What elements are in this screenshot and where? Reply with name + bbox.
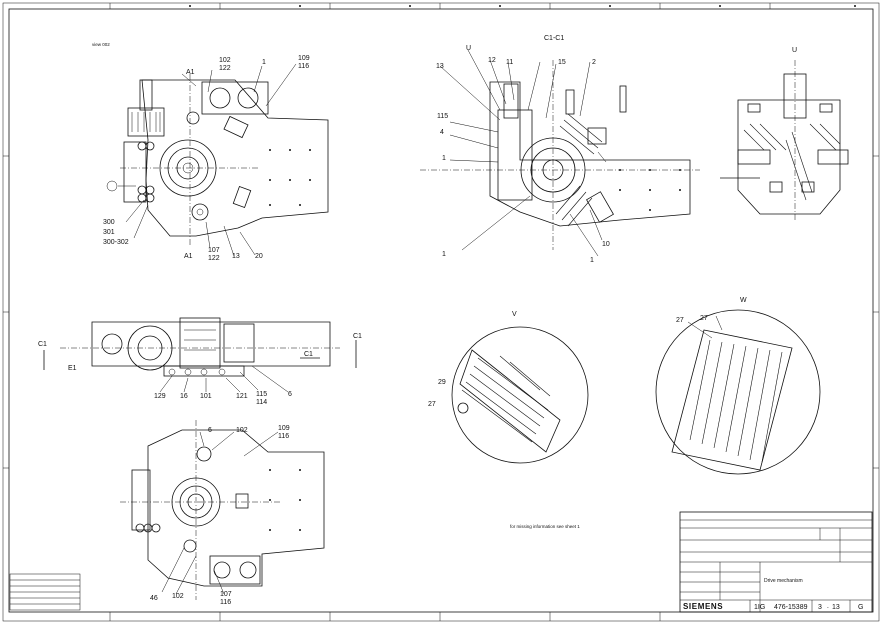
callout: 102 — [219, 57, 231, 64]
border-ticks — [3, 3, 879, 621]
callout: V — [512, 311, 517, 318]
view-1-front: view 002 A1 102 122 1 — [92, 42, 329, 262]
callout: 1 — [590, 257, 594, 264]
callout: 129 — [154, 393, 166, 400]
revision-block — [9, 573, 81, 611]
sheet-of: - — [827, 605, 829, 611]
view-3-side: C1 E1 C1 C1 129 16 101 121 115 114 6 — [38, 317, 362, 406]
callout: 46 — [150, 595, 158, 602]
callout: 107 — [220, 591, 232, 598]
callout: 1 — [442, 251, 446, 258]
drawing-border — [8, 8, 874, 613]
callout: 301 — [103, 229, 115, 236]
sheet-number: 3 — [818, 604, 822, 611]
callout: 13 — [436, 63, 444, 70]
callout: 20 — [255, 253, 263, 260]
callout: 10 — [602, 241, 610, 248]
callout: 6 — [208, 427, 212, 434]
callout: 114 — [256, 399, 267, 406]
callout: 116 — [278, 433, 289, 440]
callout: 11 — [506, 59, 513, 66]
callout: 2 — [592, 59, 596, 66]
callout: 15 — [558, 59, 566, 66]
company-logo: SIEMENS — [683, 602, 723, 611]
callout: E1 — [68, 365, 77, 372]
section-title: C1-C1 — [544, 35, 564, 42]
sheets-total: 13 — [832, 604, 840, 611]
callout: A1 — [184, 253, 193, 260]
callout: 27 — [428, 401, 436, 408]
callout: 1 — [262, 59, 266, 66]
callout: 27 — [700, 315, 708, 322]
callout: C1 — [353, 333, 362, 340]
callout: 116 — [298, 63, 309, 70]
callout: 116 — [220, 599, 231, 606]
callout: 102 — [236, 427, 248, 434]
detail-v: V 29 27 — [428, 311, 589, 464]
callout: 1 — [442, 155, 446, 162]
callout: 300-302 — [103, 239, 129, 246]
callout: 115 — [437, 113, 448, 120]
view-4-rear: 6 102 109 116 46 102 107 116 — [120, 420, 325, 606]
callout: 122 — [208, 255, 220, 262]
callout: 6 — [288, 391, 292, 398]
callout: 107 — [208, 247, 220, 254]
callout: 121 — [236, 393, 248, 400]
callout: 109 — [278, 425, 290, 432]
callout: A1 — [186, 69, 195, 76]
view-label: view 002 — [92, 42, 110, 47]
callout: 101 — [200, 393, 212, 400]
callout: 4 — [440, 129, 444, 136]
callout: 102 — [172, 593, 184, 600]
callout: 13 — [232, 253, 240, 260]
callout: 12 — [488, 57, 496, 64]
callout: C1 — [304, 351, 313, 358]
drawing-title: Drive mechanism — [764, 578, 803, 584]
callout: 109 — [298, 55, 310, 62]
title-block: Drive mechanism SIEMENS 1IG 476-15389 3 … — [679, 511, 873, 613]
callout: 16 — [180, 393, 188, 400]
sheet-note: for missing information see sheet 1 — [510, 524, 580, 529]
revision: G — [858, 604, 863, 611]
callout: U — [792, 47, 797, 54]
callout: 122 — [219, 65, 231, 72]
detail-w: W 27 27 — [655, 297, 821, 475]
drawing-number: 476-15389 — [774, 604, 808, 611]
view-detail-u: U — [720, 47, 849, 220]
drawing-prefix: 1IG — [754, 604, 765, 611]
callout: 27 — [676, 317, 684, 324]
callout: U — [466, 45, 471, 52]
grid-reference-dots — [189, 5, 856, 7]
callout: 29 — [438, 379, 446, 386]
callout: 115 — [256, 391, 267, 398]
view-2-section: C1-C1 U 12 11 13 15 2 115 4 1 — [420, 35, 700, 264]
callout: W — [740, 297, 747, 304]
callout: C1 — [38, 341, 47, 348]
callout: 300 — [103, 219, 115, 226]
